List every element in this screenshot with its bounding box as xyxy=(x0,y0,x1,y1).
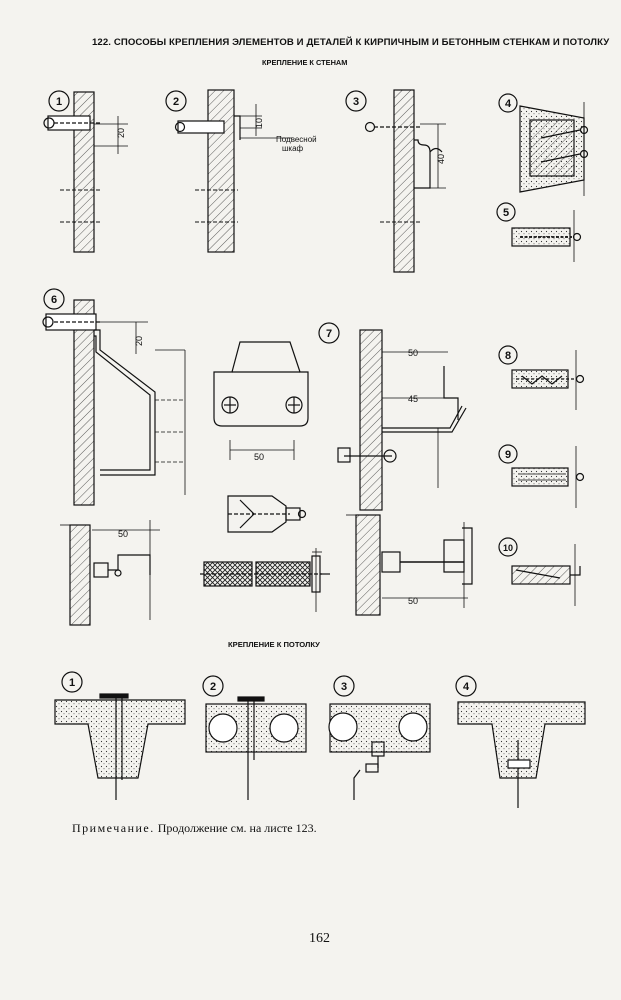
dimension-label: 45 xyxy=(408,394,418,404)
wall-figure-number: 10 xyxy=(503,543,513,553)
wall-figure-number: 4 xyxy=(505,98,512,110)
section-title-ceiling: КРЕПЛЕНИЕ К ПОТОЛКУ xyxy=(228,640,320,649)
dimension-label: 50 xyxy=(408,348,418,358)
wall-figure-number: 7 xyxy=(326,328,332,340)
figure-6-lower-detail xyxy=(60,520,160,626)
cabinet-label: шкаф xyxy=(282,144,304,153)
ceiling-figure-number: 3 xyxy=(341,681,347,693)
dimension-label: 20 xyxy=(134,336,144,346)
note-label: Примечание. xyxy=(72,821,155,835)
ceiling-figure-3 xyxy=(328,675,431,800)
ceiling-figure-number: 2 xyxy=(210,681,216,693)
figure-9-plastic-anchor xyxy=(498,444,585,508)
figure-5-wood-plug xyxy=(496,202,582,262)
dimension-label: 50 xyxy=(254,452,264,462)
figure-4-wood-block xyxy=(498,93,589,196)
dimension-label: 50 xyxy=(408,596,418,606)
ceiling-figure-4 xyxy=(455,675,586,808)
footnote: Примечание. Продолжение см. на листе 123… xyxy=(72,822,317,835)
wall-figure-number: 2 xyxy=(173,96,179,108)
knurled-anchor xyxy=(200,548,330,612)
wall-figure-number: 8 xyxy=(505,350,511,362)
cabinet-label: Подвесной xyxy=(276,135,317,144)
mounting-plate xyxy=(213,341,309,460)
figure-6-bracket xyxy=(42,288,186,506)
sheet-title: 122. СПОСОБЫ КРЕПЛЕНИЯ ЭЛЕМЕНТОВ И ДЕТАЛ… xyxy=(92,37,610,48)
page-number: 162 xyxy=(309,931,330,946)
ceiling-figure-2 xyxy=(202,675,307,800)
wall-figure-number: 1 xyxy=(56,96,62,108)
ceiling-figure-number: 4 xyxy=(463,681,470,693)
dimension-label: 10 xyxy=(254,118,264,128)
figure-7-lower-detail xyxy=(346,514,473,616)
figure-1-wall-bolt xyxy=(43,90,128,253)
figure-8-dowel xyxy=(498,345,585,410)
ceiling-figure-1 xyxy=(54,671,186,800)
wall-figure-number: 9 xyxy=(505,449,511,461)
dimension-label: 50 xyxy=(118,529,128,539)
note-text: Продолжение см. на листе 123. xyxy=(157,821,317,835)
dimension-label: 20 xyxy=(116,128,126,138)
figure-2-cabinet-hanger xyxy=(165,89,292,253)
wall-figure-number: 6 xyxy=(51,294,57,306)
expansion-anchor xyxy=(227,495,307,533)
section-title-walls: КРЕПЛЕНИЕ К СТЕНАМ xyxy=(262,58,348,67)
figure-7-shelf-bracket xyxy=(318,322,467,511)
dimension-label: 40 xyxy=(436,154,446,164)
ceiling-figure-number: 1 xyxy=(69,677,75,689)
wall-figure-number: 5 xyxy=(503,207,509,219)
wall-figure-number: 3 xyxy=(353,96,359,108)
figure-10-hook-anchor xyxy=(498,537,581,606)
figure-3-hook xyxy=(345,89,446,273)
